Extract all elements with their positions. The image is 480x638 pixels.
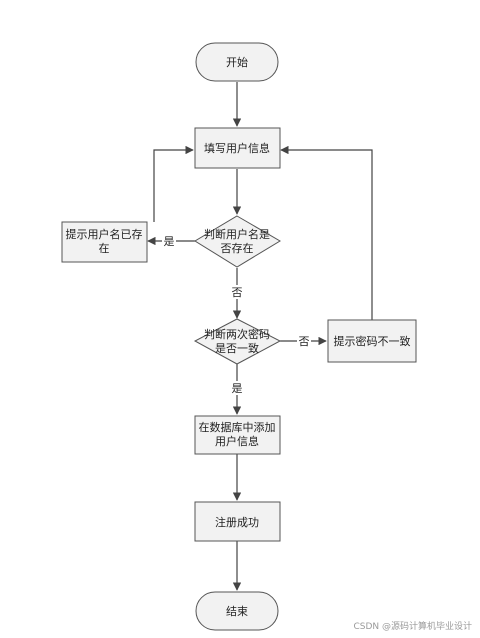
add-db-label-1: 在数据库中添加	[199, 420, 276, 434]
add-db-label-2: 用户信息	[215, 434, 259, 448]
check-password-decision: 判断两次密码 是否一致	[193, 318, 282, 365]
edge-mismatch-back-to-fill	[280, 145, 373, 320]
start-label: 开始	[226, 55, 248, 69]
user-exists-label-2: 在	[99, 242, 110, 255]
edge-label-no-user: 否	[232, 286, 243, 299]
fill-info-process: 填写用户信息	[194, 127, 281, 169]
edge-label-yes-pwd: 是	[232, 382, 243, 395]
password-mismatch-process: 提示密码不一致	[327, 319, 417, 363]
check-pwd-label-2: 是否一致	[215, 341, 259, 355]
start-terminal: 开始	[195, 42, 279, 82]
register-success-process: 注册成功	[194, 501, 281, 542]
username-exists-process: 提示用户名已存 在	[61, 221, 148, 263]
edge-label-yes-user-exists: 是	[164, 235, 175, 248]
edge-label-no-pwd: 否	[299, 335, 310, 348]
pwd-mismatch-label: 提示密码不一致	[334, 334, 411, 348]
edge-exists-back-to-fill	[153, 145, 194, 222]
watermark: CSDN @源码计算机毕业设计	[353, 622, 472, 632]
check-user-label-2: 否存在	[221, 241, 254, 255]
user-exists-label-1: 提示用户名已存	[66, 227, 143, 241]
check-user-label-1: 判断用户名是	[204, 227, 270, 241]
add-to-database-process: 在数据库中添加 用户信息	[194, 415, 281, 455]
check-pwd-label-1: 判断两次密码	[204, 327, 270, 341]
end-label: 结束	[226, 605, 248, 618]
check-username-decision: 判断用户名是 否存在	[194, 215, 281, 268]
register-ok-label: 注册成功	[215, 515, 259, 529]
fill-info-label: 填写用户信息	[204, 141, 270, 155]
end-terminal: 结束	[195, 591, 279, 631]
